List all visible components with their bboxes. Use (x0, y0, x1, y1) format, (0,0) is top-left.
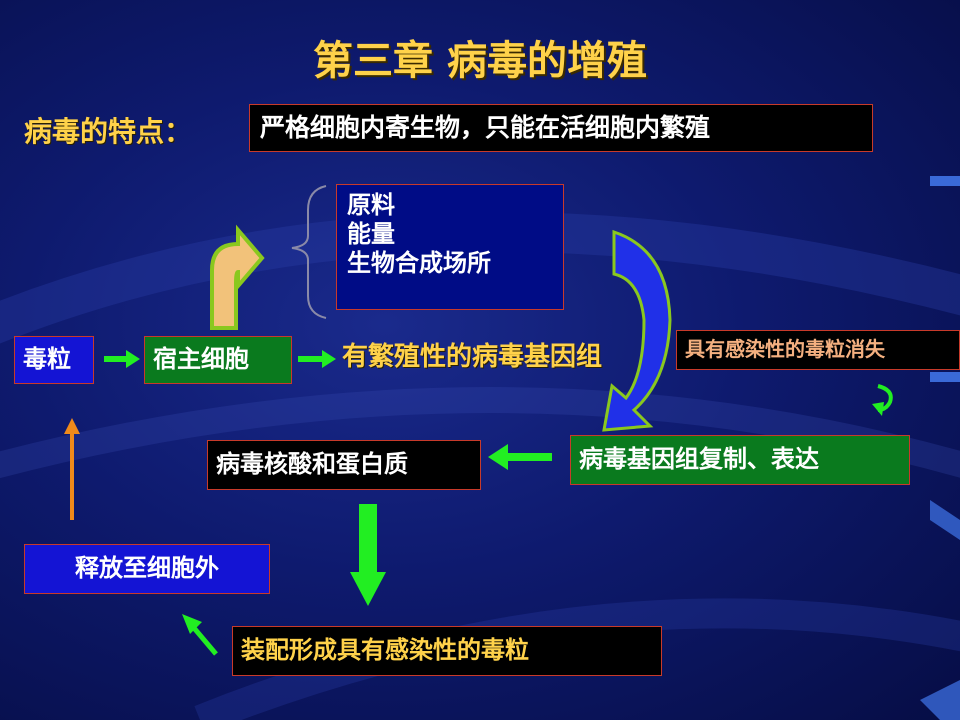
blue-curved-arrow (602, 229, 672, 432)
arrow-replicate-to-nucleic (488, 444, 552, 470)
curved-up-arrow (210, 224, 265, 330)
host-provides-box: 原料 能量 生物合成场所 (336, 184, 564, 310)
virion-lost-box: 具有感染性的毒粒消失 (676, 330, 960, 370)
host-provides-item: 原料 (347, 191, 395, 219)
features-box: 严格细胞内寄生物，只能在活细胞内繁殖 (249, 104, 873, 152)
arrow-host-to-genome (298, 350, 336, 368)
host-provides-item: 能量 (347, 219, 395, 248)
assemble-label: 装配形成具有感染性的毒粒 (241, 636, 529, 664)
virion-box: 毒粒 (14, 336, 94, 384)
arrow-nucleic-to-assemble (350, 504, 386, 606)
features-value: 严格细胞内寄生物，只能在活细胞内繁殖 (260, 113, 711, 142)
page-title: 第三章 病毒的增殖 (313, 38, 647, 84)
host-cell-box: 宿主细胞 (144, 336, 292, 384)
virion-label: 毒粒 (23, 345, 71, 373)
nucleic-protein-label: 病毒核酸和蛋白质 (216, 450, 408, 478)
host-provides-item: 生物合成场所 (347, 248, 491, 277)
replicate-box: 病毒基因组复制、表达 (570, 435, 910, 485)
virion-lost-label: 具有感染性的毒粒消失 (685, 337, 885, 361)
host-cell-label: 宿主细胞 (153, 345, 249, 373)
release-box: 释放至细胞外 (24, 544, 270, 594)
arrow-virion-to-host (104, 350, 140, 368)
genome-label: 有繁殖性的病毒基因组 (342, 342, 603, 372)
nucleic-protein-box: 病毒核酸和蛋白质 (207, 440, 481, 490)
replicate-label: 病毒基因组复制、表达 (579, 445, 819, 473)
features-label: 病毒的特点： (24, 115, 193, 148)
arrow-assemble-to-release (182, 614, 218, 656)
arrow-release-to-virion (64, 418, 80, 520)
brace (291, 185, 327, 319)
assemble-box: 装配形成具有感染性的毒粒 (232, 626, 662, 676)
release-label: 释放至细胞外 (75, 554, 219, 582)
